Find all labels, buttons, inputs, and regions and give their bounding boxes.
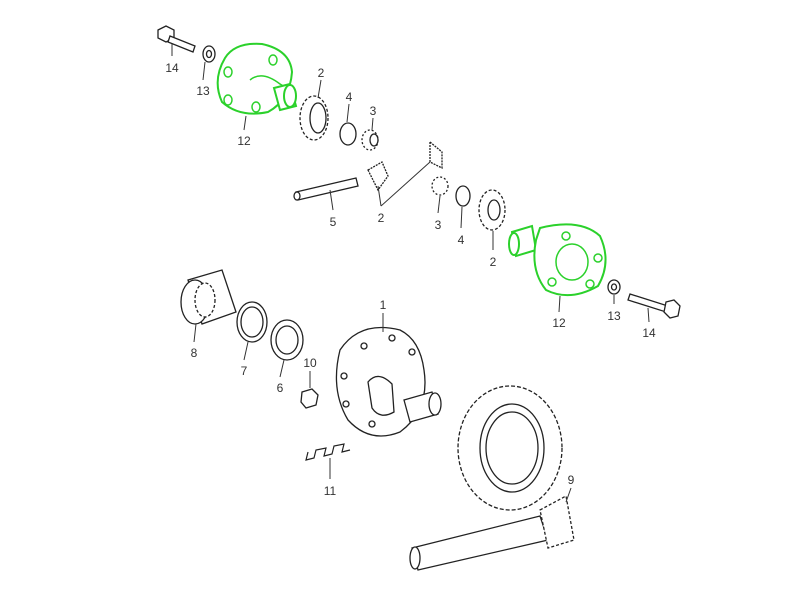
callout-2: 2: [378, 211, 385, 225]
callout-2: 2: [318, 66, 325, 80]
callout-6: 6: [277, 381, 284, 395]
part-pinion-2-c[interactable]: [429, 140, 443, 170]
callout-10: 10: [303, 356, 317, 370]
part-bearing-3-b[interactable]: [431, 176, 449, 196]
part-bolt-14-left[interactable]: [157, 25, 196, 53]
part-bearing-8[interactable]: [180, 269, 237, 325]
part-gear-2-d[interactable]: [478, 189, 506, 231]
part-gear-2-a[interactable]: [299, 95, 329, 141]
part-ring-4-a[interactable]: [339, 122, 357, 146]
part-plug-10[interactable]: [300, 388, 319, 409]
part-shaft-5[interactable]: [293, 177, 359, 201]
callout-11: 11: [324, 484, 337, 498]
part-flange-12-left[interactable]: [216, 42, 298, 115]
callout-14: 14: [165, 61, 179, 75]
part-clip-11[interactable]: [305, 443, 351, 461]
callout-13: 13: [607, 309, 621, 323]
part-washer-13-left[interactable]: [202, 45, 216, 63]
leader-lines: [171, 44, 650, 503]
part-washer-13-right[interactable]: [607, 279, 621, 295]
part-ring-4-b[interactable]: [455, 185, 471, 207]
callout-8: 8: [191, 346, 198, 360]
part-seal-6[interactable]: [270, 319, 304, 361]
callout-3: 3: [435, 218, 442, 232]
part-pinion-shaft-9[interactable]: [409, 495, 575, 571]
part-ring-gear-9[interactable]: [457, 385, 563, 511]
callout-2: 2: [490, 255, 497, 269]
part-pinion-2-b[interactable]: [367, 161, 389, 192]
callout-9: 9: [568, 473, 575, 487]
callout-3: 3: [370, 104, 377, 118]
callout-1: 1: [380, 298, 387, 312]
callout-7: 7: [241, 364, 248, 378]
callout-4: 4: [458, 233, 465, 247]
callout-14: 14: [642, 326, 656, 340]
callout-12: 12: [237, 134, 251, 148]
callout-5: 5: [330, 215, 337, 229]
part-bearing-3-a[interactable]: [361, 129, 379, 151]
part-bolt-14-right[interactable]: [627, 293, 681, 319]
part-differential-housing-1[interactable]: [335, 326, 442, 437]
part-flange-12-right[interactable]: [508, 223, 607, 297]
callout-13: 13: [196, 84, 210, 98]
callout-labels: 14 13 12 2 4 3 5 2 2 3 4 2 12 13 14 1 8 …: [165, 61, 656, 498]
callout-12: 12: [552, 316, 566, 330]
callout-4: 4: [346, 90, 353, 104]
part-shim-7[interactable]: [236, 301, 268, 343]
